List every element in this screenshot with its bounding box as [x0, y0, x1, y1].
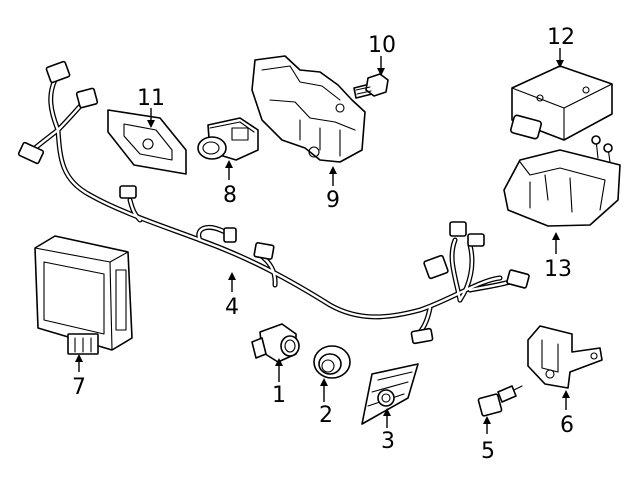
- callout-5: 5: [481, 439, 495, 464]
- callout-11: 11: [137, 86, 165, 111]
- part-4-wiring-harness: [17, 60, 530, 345]
- part-11-bracket-plate: [107, 109, 187, 175]
- part-9-mount-bracket: [251, 55, 366, 163]
- callout-8: 8: [223, 183, 237, 208]
- part-5-small-sensor: [477, 385, 523, 417]
- part-6-mounting-bracket: [527, 325, 603, 389]
- part-13-module-tray: [503, 135, 621, 227]
- part-2-retainer-ring: [313, 345, 351, 379]
- callout-1: 1: [272, 383, 286, 408]
- part-10-bolt: [353, 73, 389, 99]
- callout-3: 3: [381, 429, 395, 454]
- part-12-control-module: [510, 65, 613, 141]
- callout-2: 2: [319, 403, 333, 428]
- callout-leaders: [75, 48, 570, 434]
- callout-13: 13: [544, 257, 572, 282]
- callout-numbers: 1 2 3 4 5 6 7 8 9 10 11 12 13: [72, 25, 575, 464]
- callout-7: 7: [72, 375, 86, 400]
- part-8-sensor: [197, 117, 259, 161]
- callout-6: 6: [560, 413, 574, 438]
- callout-10: 10: [368, 33, 396, 58]
- callout-12: 12: [547, 25, 575, 50]
- part-3-sensor-holder: [361, 363, 419, 425]
- callout-9: 9: [326, 188, 340, 213]
- part-7-ecu-box: [34, 235, 133, 355]
- part-1-parking-sensor: [251, 323, 300, 363]
- callout-4: 4: [225, 295, 239, 320]
